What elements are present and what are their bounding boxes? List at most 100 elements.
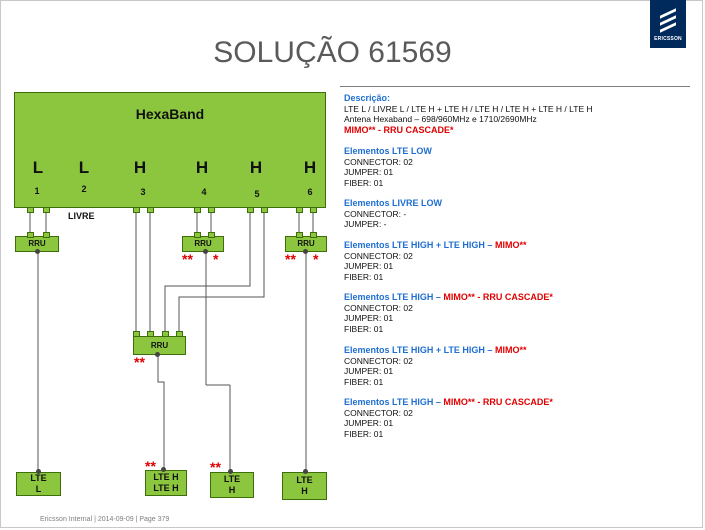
band-label-2: L [78, 158, 90, 177]
antenna-port-dot [228, 469, 233, 474]
title-rule [340, 86, 690, 87]
port-connector [247, 207, 254, 213]
rru-connector [194, 232, 201, 238]
fiber-port-dot [303, 249, 308, 254]
section-lte-high-cascade-1: Elementos LTE HIGH – MIMO** - RRU CASCAD… [344, 292, 553, 334]
cascade-mark: * [213, 251, 219, 267]
rru-connector [133, 331, 140, 337]
mimo-mark: ** [145, 458, 156, 474]
fiber-port-dot [203, 249, 208, 254]
antenna-3-line2: H [228, 485, 236, 495]
jumper-count: JUMPER: 01 [344, 366, 394, 376]
fiber-port-dot [155, 352, 160, 357]
band-label-4: H [195, 158, 209, 177]
section-title: Elementos LIVRE LOW [344, 198, 443, 208]
hexaband-label: HexaBand [135, 106, 205, 122]
antenna-2-line2: LTE H [153, 483, 179, 493]
description-heading: Descrição: [344, 93, 391, 103]
wire-p5b [178, 212, 265, 331]
antenna-2-line1: LTE H [153, 472, 179, 482]
port-number-3: 3 [140, 187, 146, 197]
wire-p5a [164, 212, 251, 331]
band-label-6: H [303, 158, 317, 177]
hexaband-antenna [14, 92, 326, 208]
port-connector [310, 207, 317, 213]
rru-connector [208, 232, 215, 238]
antenna-port-dot [36, 469, 41, 474]
footer: Ericsson Internal | 2014-09-09 | Page 37… [40, 516, 170, 523]
section-title: Elementos LTE HIGH – [344, 292, 444, 302]
logo-text: ERICSSON [654, 36, 682, 42]
mimo-mark: ** [285, 251, 296, 267]
section-lte-high-mimo-2: Elementos LTE HIGH + LTE HIGH – MIMO** C… [344, 345, 526, 387]
band-label-3: H [133, 158, 147, 177]
fiber-port-dot [35, 249, 40, 254]
page-title: SOLUÇÃO 61569 [213, 36, 452, 69]
section-title: Elementos LTE HIGH – [344, 397, 444, 407]
rru-connector [176, 331, 183, 337]
rru-2-label: RRU [194, 239, 212, 248]
section-livre-low: Elementos LIVRE LOW CONNECTOR: - JUMPER:… [344, 198, 442, 230]
antenna-port-dot [161, 467, 166, 472]
section-lte-high-cascade-2: Elementos LTE HIGH – MIMO** - RRU CASCAD… [344, 397, 553, 439]
section-title-red: MIMO** [494, 345, 527, 355]
section-title-red: MIMO** - RRU CASCADE* [443, 397, 553, 407]
port-number-2: 2 [81, 184, 87, 194]
port-connector [208, 207, 215, 213]
mimo-mark: ** [182, 251, 193, 267]
jumper-count: JUMPER: - [344, 219, 387, 229]
connector-count: CONNECTOR: 02 [344, 250, 413, 261]
section-title-red: MIMO** - RRU CASCADE* [443, 292, 553, 302]
jumper-count: JUMPER: 01 [344, 313, 394, 323]
livre-label: LIVRE [68, 211, 95, 221]
port-connector [296, 207, 303, 213]
antenna-1-line1: LTE [30, 473, 47, 483]
section-lte-low: Elementos LTE LOW CONNECTOR: 02 JUMPER: … [344, 146, 432, 188]
connector-count: CONNECTOR: - [344, 208, 407, 219]
jumper-count: JUMPER: 01 [344, 418, 394, 428]
band-label-1: L [32, 158, 44, 177]
wire-rru4-ant [157, 355, 165, 470]
fiber-count: FIBER: 01 [344, 323, 384, 334]
rru-3-label: RRU [297, 239, 315, 248]
port-connector [194, 207, 201, 213]
port-number-1: 1 [34, 186, 40, 196]
connector-count: CONNECTOR: 02 [344, 407, 413, 418]
connector-count: CONNECTOR: 02 [344, 355, 413, 366]
fiber-count: FIBER: 01 [344, 376, 384, 387]
section-title-red: MIMO** [494, 240, 527, 250]
port-number-6: 6 [307, 187, 313, 197]
port-connector [133, 207, 140, 213]
antenna-4-line1: LTE [296, 475, 313, 485]
description-line-3: MIMO** - RRU CASCADE* [344, 124, 454, 135]
rru-4-label: RRU [150, 341, 169, 350]
rru-connector [147, 331, 154, 337]
description-block: Descrição: LTE L / LIVRE L / LTE H + LTE… [344, 93, 593, 135]
rru-1-label: RRU [28, 239, 46, 248]
port-number-4: 4 [201, 187, 207, 197]
mimo-mark: ** [134, 354, 145, 370]
port-connector [43, 207, 50, 213]
connector-count: CONNECTOR: 02 [344, 156, 413, 167]
description-line-2: Antena Hexaband – 698/960MHz e 1710/2690… [344, 114, 537, 124]
antenna-1-line2: L [35, 484, 42, 494]
antenna-port-dot [303, 469, 308, 474]
cascade-mark: * [313, 251, 319, 267]
rru-connector [162, 331, 169, 337]
antenna-4-line2: H [301, 486, 308, 496]
rru-connector [310, 232, 317, 238]
rru-connector [296, 232, 303, 238]
rru-connector [43, 232, 50, 238]
antenna-lte-h-lte-h [145, 470, 187, 496]
description-line-1: LTE L / LIVRE L / LTE H + LTE H / LTE H … [344, 103, 593, 114]
connector-count: CONNECTOR: 02 [344, 302, 413, 313]
fiber-count: FIBER: 01 [344, 428, 384, 439]
rru-connector [27, 232, 34, 238]
ericsson-logo: ERICSSON [650, 0, 686, 48]
antenna-lte-h-1 [210, 472, 254, 498]
jumper-count: JUMPER: 01 [344, 261, 394, 271]
port-connector [27, 207, 34, 213]
section-title: Elementos LTE HIGH + LTE HIGH – [344, 345, 495, 355]
jumper-count: JUMPER: 01 [344, 167, 394, 177]
